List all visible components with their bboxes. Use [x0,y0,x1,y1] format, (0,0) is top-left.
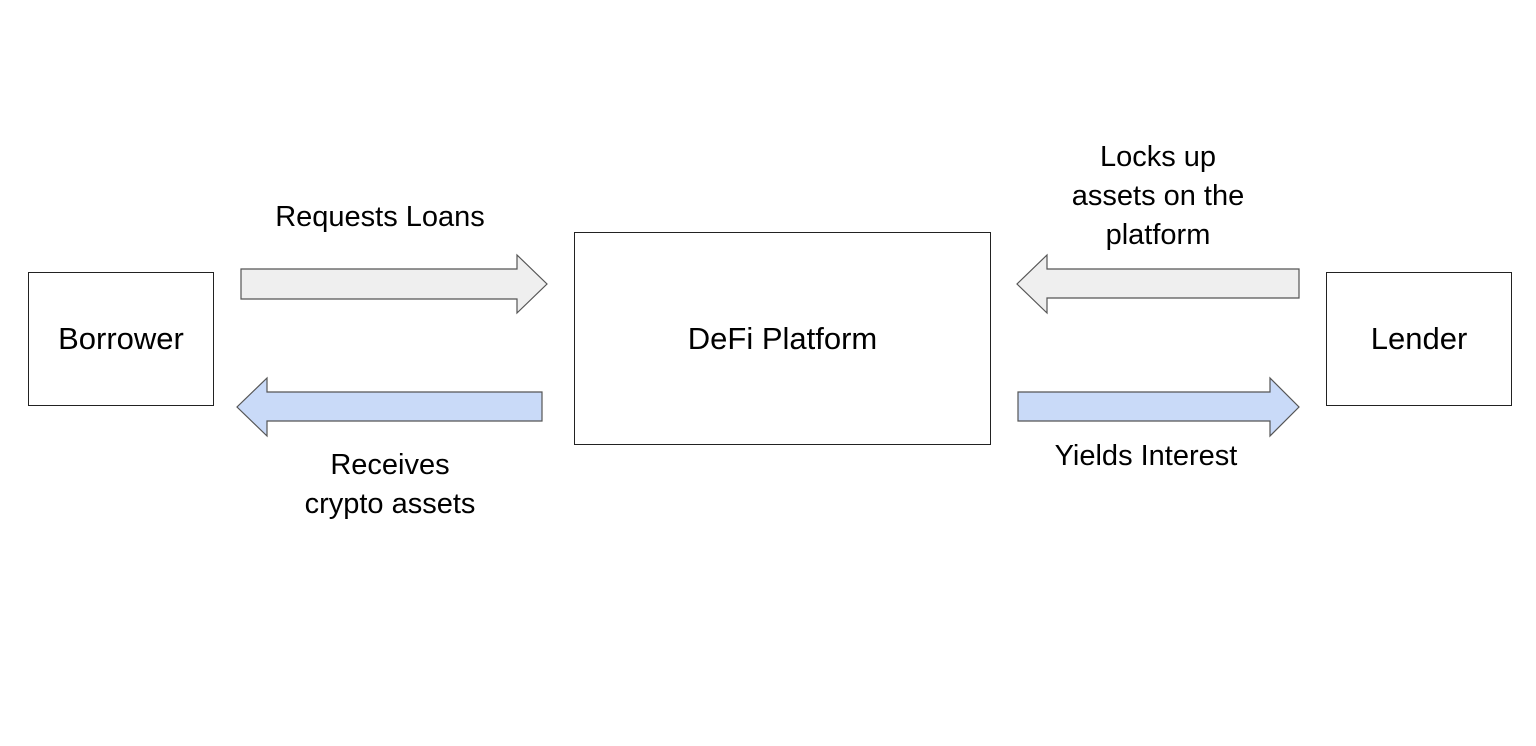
receives-assets-arrow [236,376,543,438]
locks-assets-arrow [1016,253,1300,315]
requests-loans-label: Requests Loans [275,201,485,233]
yields-interest-label: Yields Interest [1054,440,1238,472]
borrower-label: Borrower [58,321,184,356]
defi-platform-node: DeFi Platform [574,232,991,445]
lender-label: Lender [1370,321,1468,356]
locks-assets-label: Locks up assets on the platform [1071,141,1245,251]
borrower-node: Borrower [28,272,214,406]
yields-interest-arrow [1017,376,1300,438]
requests-loans-arrow [240,253,548,315]
receives-assets-label: Receives crypto assets [304,449,476,520]
defi-platform-label: DeFi Platform [687,320,878,356]
lender-node: Lender [1326,272,1512,406]
